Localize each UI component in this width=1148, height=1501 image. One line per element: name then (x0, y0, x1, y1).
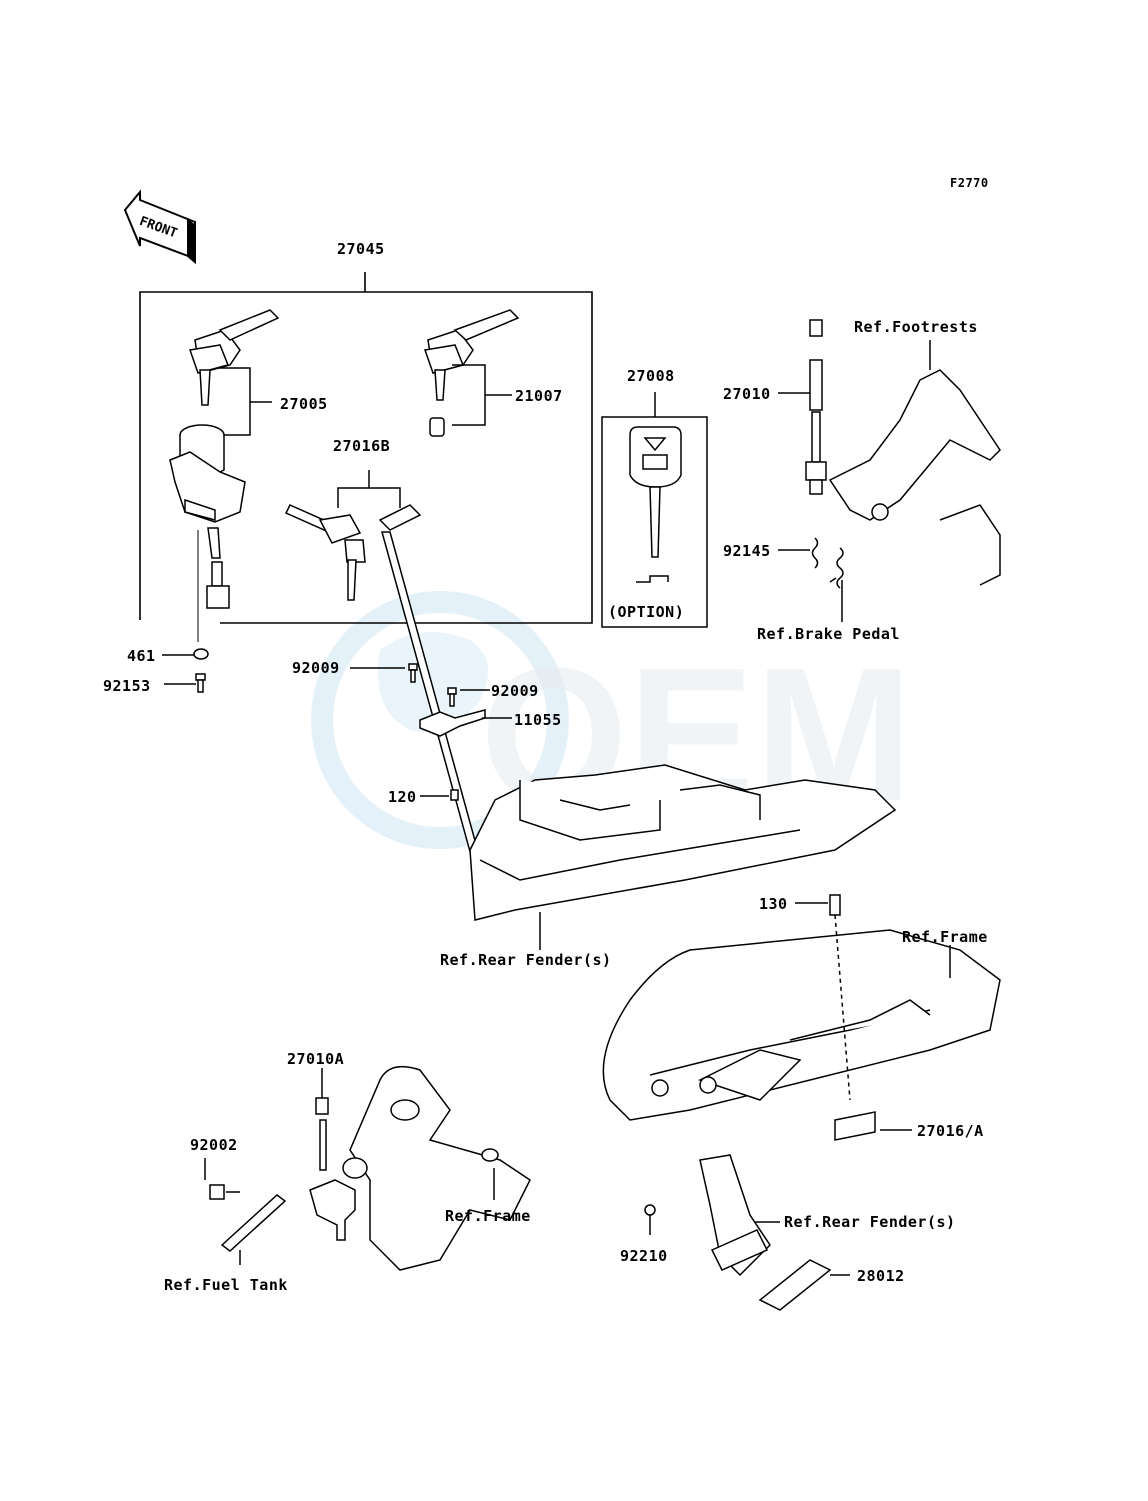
label-ref-footrests: Ref.Footrests (854, 318, 978, 336)
label-27016B: 27016B (333, 437, 391, 455)
label-11055: 11055 (514, 711, 562, 729)
label-27010: 27010 (723, 385, 771, 403)
footrest-bracket (828, 340, 1001, 586)
label-27045: 27045 (337, 240, 385, 258)
rear-fender-part (469, 764, 897, 950)
label-ref-rear-fender-2: Ref.Rear Fender(s) (784, 1213, 956, 1231)
label-27005: 27005 (280, 395, 328, 413)
bracket-11055 (350, 663, 512, 801)
label-27008: 27008 (627, 367, 675, 385)
label-ref-fuel-tank: Ref.Fuel Tank (164, 1276, 288, 1294)
label-92145: 92145 (723, 542, 771, 560)
key-blank-27008 (601, 392, 708, 628)
reflector-bracket (644, 1154, 850, 1311)
label-27016A: 27016/A (917, 1122, 984, 1140)
label-ref-brake-pedal: Ref.Brake Pedal (757, 625, 900, 643)
label-92009-a: 92009 (292, 659, 340, 677)
switch-27010A (204, 1068, 356, 1265)
label-92009-b: 92009 (491, 682, 539, 700)
switch-27010 (778, 319, 844, 622)
label-ref-frame-2: Ref.Frame (445, 1207, 531, 1225)
label-120: 120 (388, 788, 417, 806)
frame-bracket-part (342, 1065, 531, 1271)
cable-27016B (284, 470, 486, 878)
label-92002: 92002 (190, 1136, 238, 1154)
label-option: (OPTION) (608, 603, 685, 621)
front-arrow-icon: FRONT (123, 189, 196, 265)
label-130: 130 (759, 895, 788, 913)
ignition-switch (169, 424, 246, 642)
label-ref-rear-fender-1: Ref.Rear Fender(s) (440, 951, 612, 969)
diagram-code: F2770 (950, 176, 989, 190)
label-92210: 92210 (620, 1247, 668, 1265)
label-461: 461 (127, 647, 156, 665)
washer-461 (162, 648, 209, 660)
label-ref-frame-1: Ref.Frame (902, 928, 988, 946)
kit-27045-box (139, 272, 593, 624)
key-27005 (188, 309, 280, 436)
bolt-92153 (164, 673, 206, 693)
label-27010A: 27010A (287, 1050, 345, 1068)
rear-frame-part (602, 894, 1001, 1141)
label-21007: 21007 (515, 387, 563, 405)
label-28012: 28012 (857, 1267, 905, 1285)
key-21007 (423, 309, 520, 437)
label-92153: 92153 (103, 677, 151, 695)
